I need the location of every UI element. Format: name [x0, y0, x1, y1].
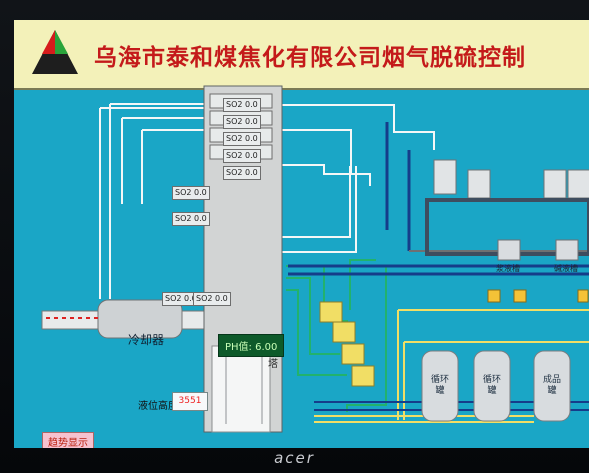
sensor-tag: SO2 0.0 [223, 149, 261, 163]
cooler-label: 冷却器 [127, 333, 164, 347]
sensor-tag: SO2 0.0 [223, 166, 261, 180]
process-diagram [41, 85, 589, 433]
sensor-tag: SO2 0.0 [193, 292, 231, 306]
scada-screen: 乌海市泰和煤焦化有限公司烟气脱硫控制 [14, 20, 589, 448]
header-bar: 乌海市泰和煤焦化有限公司烟气脱硫控制 [14, 20, 589, 90]
tank-label: 成品罐 [542, 375, 561, 396]
trend-display-button[interactable]: 趋势显示 [42, 432, 94, 448]
pump-label: 浆液槽 [496, 264, 520, 273]
height-label: 液位高度 [138, 401, 178, 412]
sensor-tag: SO2 0.0 [223, 115, 261, 129]
sensor-tag: SO2 0.0 [162, 292, 200, 306]
brand-name: acer [274, 449, 315, 467]
sensor-tag: SO2 0.0 [223, 98, 261, 112]
sensor-tag: SO2 0.0 [172, 212, 210, 226]
tank-label: 循环罐 [430, 375, 449, 396]
height-value: 3551 [172, 392, 208, 411]
ph-value-display: PH值: 6.00 [218, 334, 285, 357]
tank-label: 循环罐 [482, 375, 501, 396]
pump-label: 碱液槽 [554, 264, 578, 273]
sensor-tag: SO2 0.0 [223, 132, 261, 146]
logo-icon [32, 30, 78, 74]
sensor-tag: SO2 0.0 [172, 186, 210, 200]
page-title: 乌海市泰和煤焦化有限公司烟气脱硫控制 [94, 45, 526, 71]
